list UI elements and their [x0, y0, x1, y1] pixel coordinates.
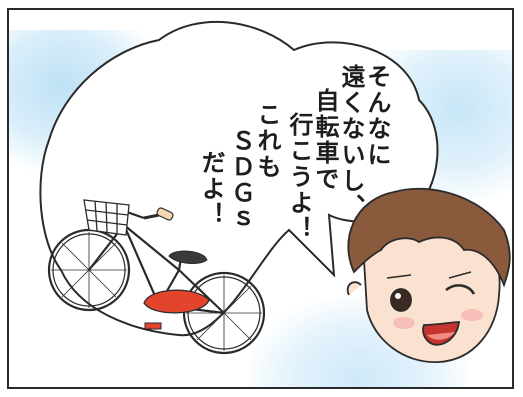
- speech-line-4: 行こうよ！: [285, 112, 313, 242]
- bicycle-saddle: [168, 250, 208, 264]
- speech-line-3: 自転車で: [311, 88, 339, 192]
- speech-line-2: 遠くないし、: [337, 64, 365, 220]
- character-winking-eye: [445, 284, 476, 295]
- bicycle-chain-guard: [143, 289, 210, 314]
- speech-line-5: これも: [253, 102, 281, 180]
- bicycle-handle-grip: [156, 207, 174, 221]
- speech-line-7: だよ！: [197, 150, 225, 228]
- character-left-eye: [390, 288, 412, 312]
- comic-panel: そんなに 遠くないし、 自転車で 行こうよ！ これも ＳＤＧｓ だよ！: [7, 8, 514, 389]
- speech-line-6: ＳＤＧｓ: [227, 128, 255, 232]
- panel-artwork: [39, 20, 511, 363]
- bicycle-illustration: [47, 208, 266, 355]
- character-mouth: [422, 321, 461, 346]
- character-hair: [347, 187, 511, 288]
- speech-bubble: [39, 20, 439, 337]
- character-boy: [346, 187, 511, 363]
- speech-line-1: そんなに: [363, 64, 391, 168]
- bicycle-rear-wheel: [182, 271, 266, 355]
- bicycle-basket: [83, 199, 130, 236]
